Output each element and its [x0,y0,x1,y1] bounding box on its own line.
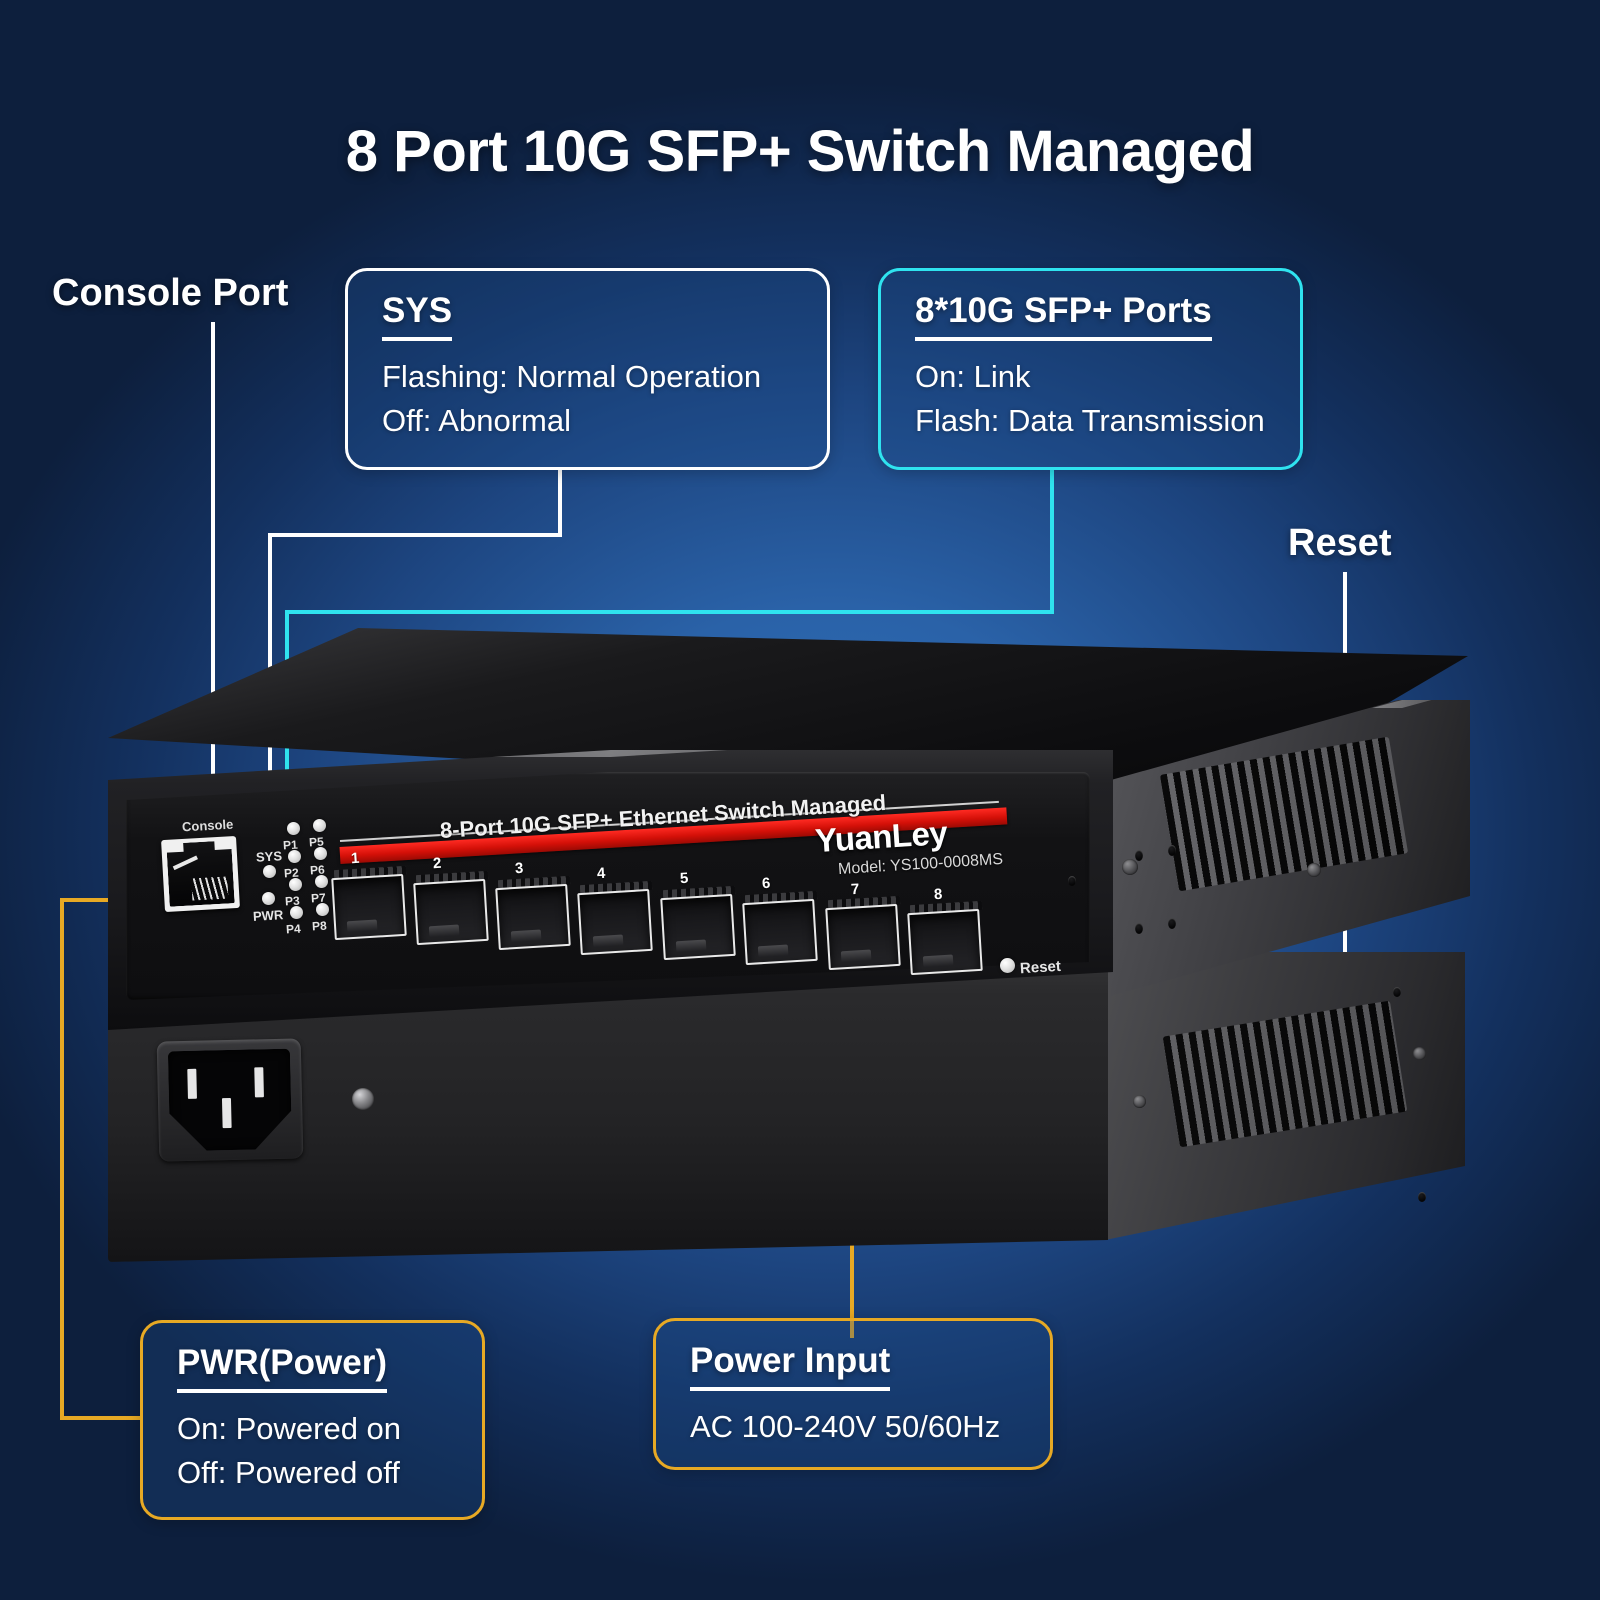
sfp-port-6[interactable] [742,898,818,966]
port-number-4: 4 [596,864,606,883]
callout-power-input: Power Input AC 100-240V 50/60Hz [653,1318,1053,1470]
sfp-port-7[interactable] [825,903,901,971]
port-number-3: 3 [514,859,524,878]
lower-side-screw-1 [1133,1095,1146,1108]
led-p3-indicator [289,878,302,891]
led-p2-indicator [288,850,301,863]
led-sys-indicator [263,865,276,878]
port-number-7: 7 [850,880,860,899]
port-number-8: 8 [933,885,943,904]
sfp-port-5[interactable] [660,893,736,961]
front-panel-top-bevel [110,750,1110,757]
reset-label: Reset [1288,522,1392,564]
chassis-ground-screw [352,1088,374,1110]
console-port-silkscreen: Console [181,816,234,835]
lower-side-hole-2 [1418,1192,1426,1202]
reset-button[interactable] [1000,958,1015,973]
upper-side-hole-1 [1135,850,1143,861]
front-panel-screw-right [1122,859,1138,875]
callout-sfp-ports: 8*10G SFP+ Ports On: Link Flash: Data Tr… [878,268,1303,470]
port-number-1: 1 [350,849,360,868]
ac-power-inlet[interactable] [156,1038,304,1162]
led-p8-indicator [316,903,329,916]
callout-pwr-line1: On: Powered on [177,1411,402,1446]
led-label-sys: SYS [255,848,283,865]
upper-side-hole-4 [1168,918,1176,929]
callout-pwr: PWR(Power) On: Powered on Off: Powered o… [140,1320,485,1520]
led-p4-indicator [290,906,303,919]
upper-side-hole-2 [1168,845,1176,856]
front-panel-hole-1 [1068,876,1076,886]
callout-sys-heading: SYS [382,291,453,341]
port-number-5: 5 [679,869,689,888]
callout-sfp-line1: On: Link [915,359,1031,394]
lower-side-hole-1 [1393,987,1401,997]
callout-sfp-line2: Flash: Data Transmission [915,403,1265,439]
upper-side-hole-3 [1135,923,1143,934]
led-p1-indicator [287,822,300,835]
lower-side-screw-2 [1413,1047,1426,1060]
sfp-port-3[interactable] [495,883,571,951]
led-label-p4: P4 [285,921,302,937]
page-title: 8 Port 10G SFP+ Switch Managed [345,119,1255,184]
callout-pwr-line2: Off: Powered off [177,1455,400,1491]
led-p7-indicator [315,875,328,888]
led-p6-indicator [314,847,327,860]
led-label-pwr: PWR [252,907,284,924]
callout-pwr-heading: PWR(Power) [177,1343,387,1393]
console-port-label: Console Port [52,272,289,314]
sfp-port-1[interactable] [331,873,407,941]
led-p5-indicator [313,819,326,832]
sfp-port-2[interactable] [413,878,489,946]
callout-power-input-line1: AC 100-240V 50/60Hz [690,1409,1001,1444]
callout-power-input-heading: Power Input [690,1341,891,1391]
led-pwr-indicator [262,892,275,905]
sfp-port-4[interactable] [577,888,653,956]
led-label-p8: P8 [311,918,328,934]
callout-sys-line1: Flashing: Normal Operation [382,359,762,394]
port-number-6: 6 [761,874,771,893]
reset-silkscreen: Reset [1019,957,1062,978]
network-switch-product-image: AC 100-240V 50/60Hz Console [0,600,1600,1320]
upper-side-screw-1 [1307,863,1321,877]
sfp-port-8[interactable] [907,908,983,976]
callout-sfp-heading: 8*10G SFP+ Ports [915,291,1212,341]
callout-sys-line2: Off: Abnormal [382,403,571,439]
console-rj45-port[interactable] [161,835,240,913]
port-number-2: 2 [432,854,442,873]
callout-sys: SYS Flashing: Normal Operation Off: Abno… [345,268,830,470]
